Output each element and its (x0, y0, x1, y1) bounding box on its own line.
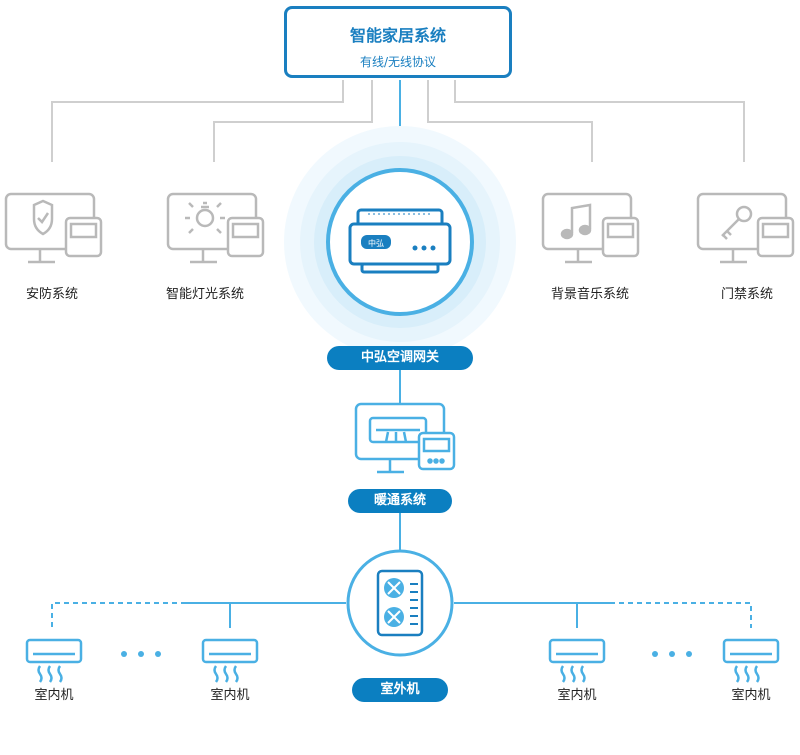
gray-connectors (51, 80, 745, 162)
indoor-unit-label-2: 室内机 (210, 688, 250, 703)
light-monitor-icon (166, 192, 265, 264)
indoor-unit-icon-2 (201, 638, 259, 683)
indoor-unit-icon-3 (548, 638, 606, 683)
hvac-label: 暖通系统 (348, 489, 452, 513)
hvac-monitor-icon (354, 402, 456, 474)
smart-home-title: 智能家居系统 (349, 26, 446, 45)
subsystem-label-music: 背景音乐系统 (550, 287, 629, 302)
subsystem-label-security: 安防系统 (25, 287, 78, 302)
indoor-unit-label-1: 室内机 (34, 688, 74, 703)
ellipsis-dots-left (121, 651, 161, 657)
gateway-device-icon: 中弘 (348, 208, 452, 274)
security-monitor-icon (4, 192, 103, 264)
subsystem-label-access: 门禁系统 (720, 287, 773, 302)
dashed-connectors (51, 602, 752, 628)
subsystem-label-lighting: 智能灯光系统 (165, 287, 244, 302)
indoor-unit-label-3: 室内机 (557, 688, 597, 703)
smart-home-system-box: 智能家居系统 有线/无线协议 (284, 6, 512, 78)
gateway-label: 中弘空调网关 (327, 346, 473, 370)
indoor-unit-label-4: 室内机 (731, 688, 771, 703)
access-monitor-icon (696, 192, 795, 264)
indoor-unit-icon-4 (722, 638, 780, 683)
gateway-device-text: 中弘 (368, 238, 384, 248)
outdoor-unit-icon (346, 549, 454, 657)
indoor-unit-icon-1 (25, 638, 83, 683)
music-monitor-icon (541, 192, 640, 264)
smart-home-subtitle: 有线/无线协议 (359, 55, 437, 69)
outdoor-label: 室外机 (352, 678, 448, 702)
ellipsis-dots-right (652, 651, 692, 657)
